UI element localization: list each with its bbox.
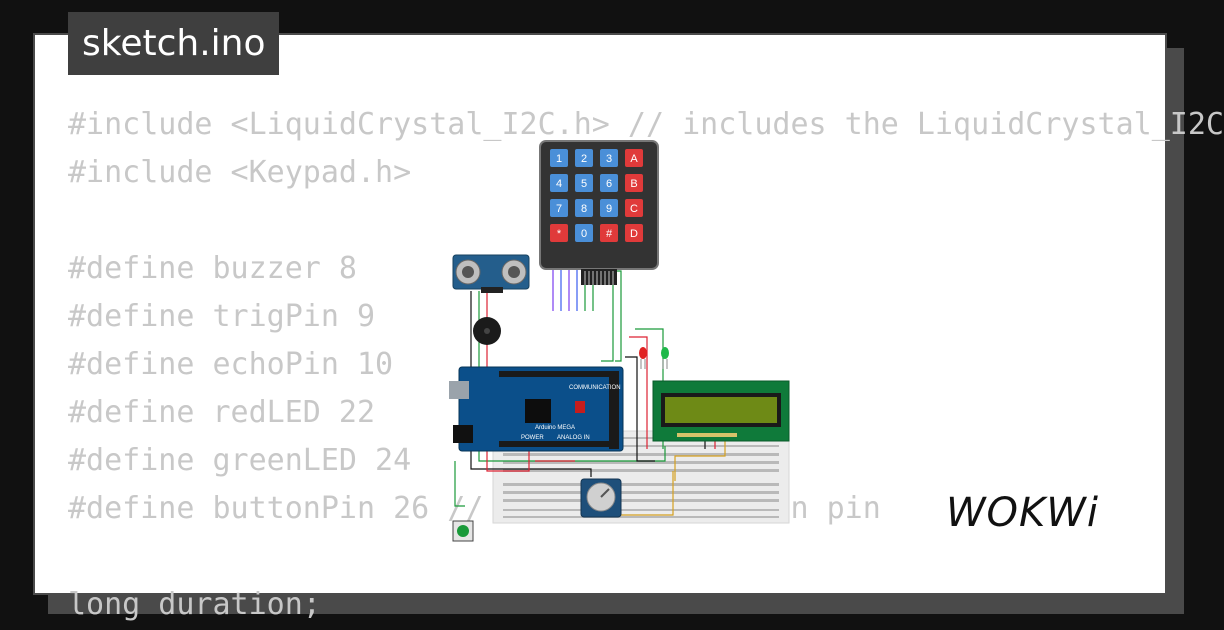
keypad-key-label: 8 (581, 203, 587, 215)
file-name-tab[interactable]: sketch.ino (68, 12, 280, 75)
keypad-key (625, 149, 643, 167)
code-card: #include <LiquidCrystal_I2C.h> // includ… (33, 33, 1224, 622)
code-line-2: #include <Keypad.h> (68, 155, 412, 190)
keypad-key-label: 4 (556, 178, 562, 190)
power-label: POWER (521, 435, 544, 441)
keypad-key-label: 0 (581, 228, 587, 240)
green-led (661, 347, 669, 369)
keypad-key (600, 224, 618, 242)
analog-label: ANALOG IN (557, 435, 590, 441)
keypad-key (600, 149, 618, 167)
code-line-6: #define echoPin 10 (68, 347, 394, 382)
keypad-key-label: 9 (606, 203, 612, 215)
code-line-5: #define trigPin 9 (68, 299, 376, 334)
keypad-key (550, 224, 568, 242)
code-line-1: #include <LiquidCrystal_I2C.h> // includ… (68, 107, 1224, 142)
buzzer (473, 317, 501, 345)
keypad-key-label: 7 (556, 203, 562, 215)
circuit-diagram: 1 2 3 A 4 5 6 B 7 8 9 C * 0 # D (449, 140, 790, 542)
keypad-key (575, 149, 593, 167)
push-button (452, 520, 474, 542)
potentiometer (580, 478, 622, 518)
keypad-key-label: D (630, 228, 638, 240)
keypad-key (600, 174, 618, 192)
ultrasonic-sensor (452, 254, 530, 293)
keypad-key (575, 174, 593, 192)
keypad-key-label: A (630, 153, 638, 165)
arduino-mega: Arduino MEGA COMMUNICATION POWER ANALOG … (449, 366, 624, 452)
keypad-key-label: 2 (581, 153, 587, 165)
keypad-key-label: C (630, 203, 638, 215)
keypad-key (625, 174, 643, 192)
red-led (639, 347, 647, 369)
code-line-7: #define redLED 22 (68, 395, 376, 430)
keypad: 1 2 3 A 4 5 6 B 7 8 9 C * 0 # D (539, 140, 659, 285)
keypad-key (550, 149, 568, 167)
keypad-key (600, 199, 618, 217)
code-line-8: #define greenLED 24 (68, 443, 412, 478)
keypad-key-label: 3 (606, 153, 612, 165)
board-label: Arduino MEGA (535, 425, 575, 431)
keypad-key-label: # (606, 228, 613, 240)
code-line-11: long duration; (68, 587, 321, 622)
keypad-key-label: 5 (581, 178, 587, 190)
board-sublabel: COMMUNICATION (569, 385, 621, 391)
code-line-4: #define buzzer 8 (68, 251, 357, 286)
keypad-key (575, 199, 593, 217)
code-editor: #include <LiquidCrystal_I2C.h> // includ… (68, 101, 1224, 629)
keypad-key (625, 224, 643, 242)
keypad-key-label: * (557, 228, 562, 240)
keypad-key (550, 174, 568, 192)
keypad-key-label: 1 (556, 153, 562, 165)
keypad-key-label: 6 (606, 178, 612, 190)
lcd-display (652, 380, 790, 442)
keypad-key (575, 224, 593, 242)
keypad-key (550, 199, 568, 217)
keypad-key-label: B (630, 178, 637, 190)
keypad-key (625, 199, 643, 217)
wokwi-logo: WOKWi (946, 490, 1099, 536)
